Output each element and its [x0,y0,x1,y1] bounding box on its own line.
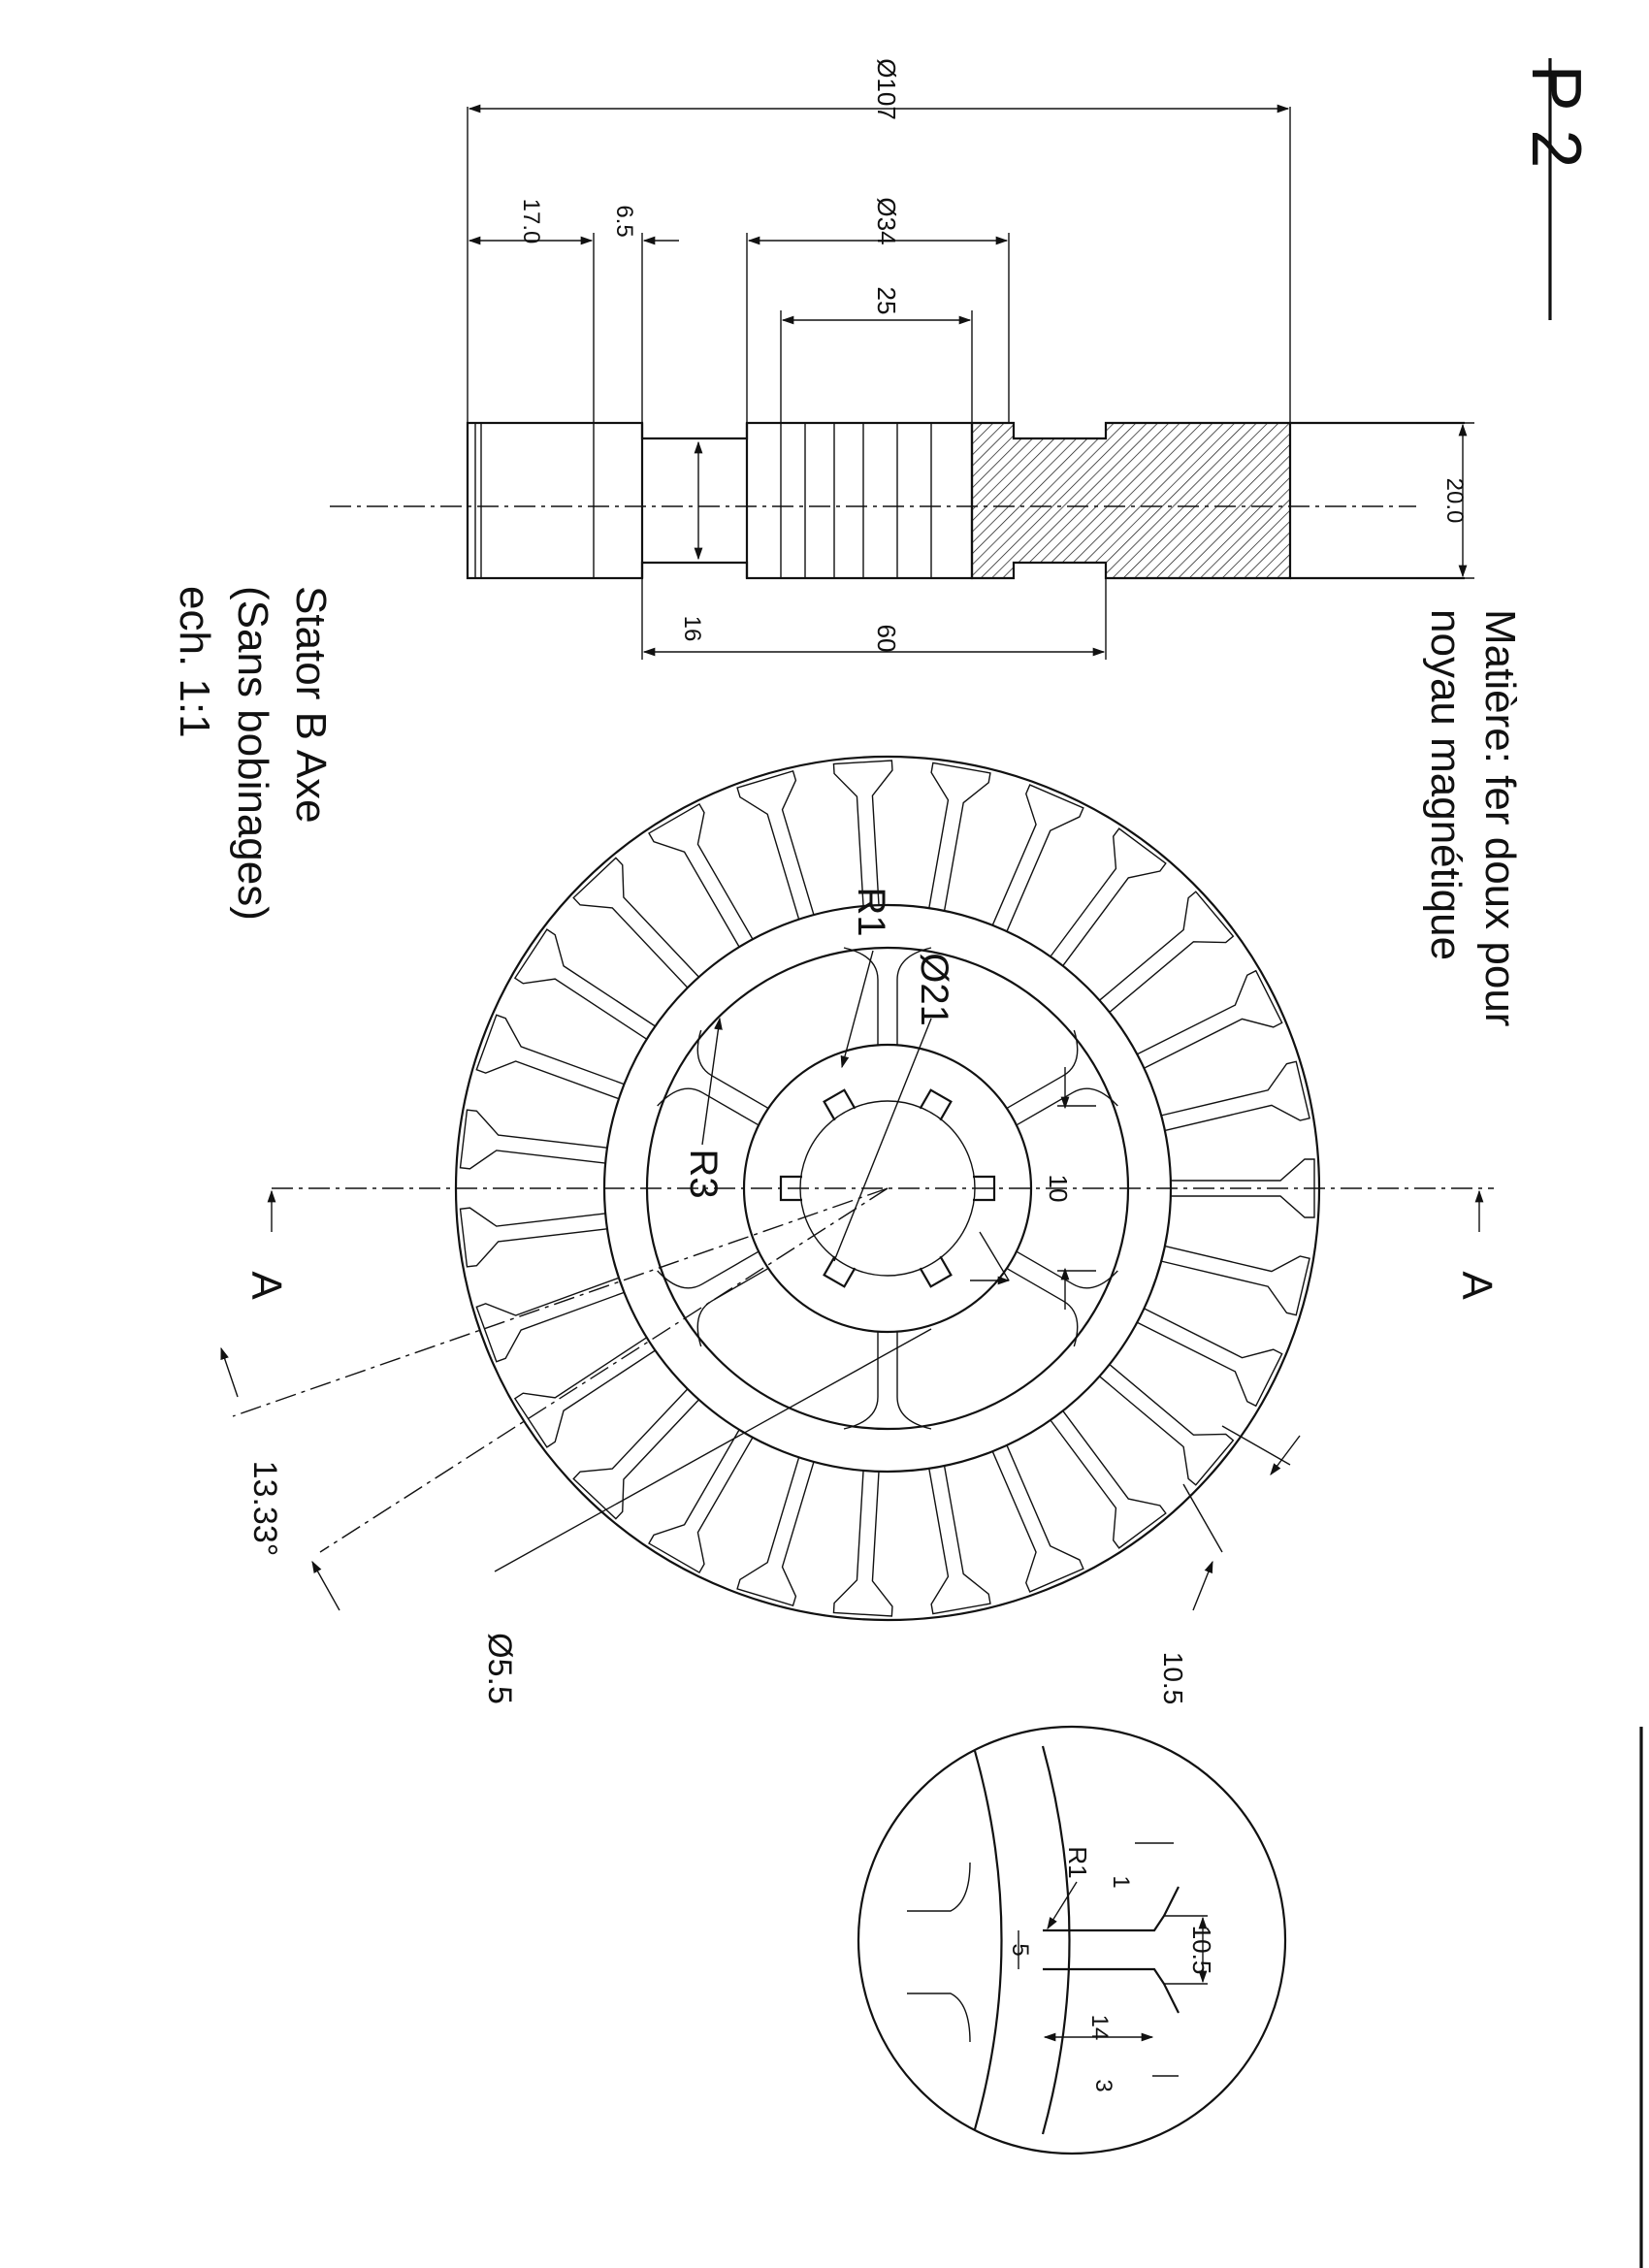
section-stack-lines [780,423,932,578]
stator-tooth [1050,827,1167,966]
hub-keyway [823,1088,857,1121]
title-line-3: ech. 1:1 [171,586,218,738]
hub-spoke [657,1250,769,1347]
stator-tooth [572,1388,699,1520]
stator-tooth [572,857,699,988]
section-neck [640,423,749,578]
stator-tooth [475,1014,625,1100]
stator-tooth [1161,1060,1310,1132]
detail-tooth [1043,1886,1180,2014]
detail-label-r1: R1 [1063,1846,1092,1878]
dim-step-17: 17.0 [518,199,544,244]
detail-view: R1 1 10.5 5 14 3 [857,1725,1287,2155]
front-view: A A R1 Ø21 R3 10 13.33° [220,755,1501,1705]
hub-keyway [823,1255,857,1288]
stator-tooth [1137,969,1283,1069]
detail-leader-r1 [1047,1881,1078,1930]
hub-keyway [973,1175,996,1202]
stator-tooth [459,1207,607,1268]
section-extension-lines [467,107,1291,660]
stator-tooth [648,1429,754,1574]
stator-tooth [513,1337,656,1448]
hub-spoke [1006,1029,1118,1126]
detail-arc-inner [1041,1745,1071,2135]
stator-tooth [475,1277,625,1363]
stator-tooth [928,761,991,911]
detail-circle [857,1725,1287,2155]
section-mark-right: A [1453,1271,1501,1300]
material-line-2: noyau magnétique [1422,609,1470,960]
section-mark-left: A [242,1271,290,1300]
label-width-10: 10 [1044,1175,1073,1203]
hub-keyway [919,1088,953,1121]
section-view: Ø107 17.0 6.5 Ø34 25 20.0 16 60 [330,58,1474,660]
stator-tooth [1161,1245,1310,1316]
page-label-group: P 2 [1517,58,1595,320]
stator-tooth [832,760,893,906]
dim-step-6-5: 6.5 [611,205,637,237]
detail-label-3: 3 [1090,2079,1116,2091]
hub-spoke [1006,1250,1118,1347]
detail-spoke-b [907,1993,971,2043]
hub-keyway [919,1255,953,1288]
stator-teeth [459,760,1315,1617]
dim-shaft-16: 16 [679,616,705,642]
label-r3: R3 [682,1149,725,1198]
stator-tooth [832,1470,893,1617]
detail-label-5: 5 [1007,1943,1033,1956]
material-note: Matière: fer doux pour noyau magnétique [1422,609,1524,1026]
dim-overall-diameter: Ø107 [872,58,901,120]
hub-spoke [843,947,932,1045]
section-dimension-lines [468,104,1474,657]
title-line-2: (Sans bobinages) [229,586,276,921]
stator-tooth [513,928,656,1040]
dim-thickness-20: 20.0 [1441,478,1468,524]
stator-tooth [736,1457,815,1606]
stator-tooth [1050,1410,1167,1549]
stator-tooth [1137,1308,1283,1408]
hub-spokes [657,947,1118,1430]
dim-bore-34: Ø34 [872,197,901,244]
label-d5-5: Ø5.5 [481,1633,518,1704]
section-hatched [970,421,1292,580]
label-angle: 13.33° [246,1461,283,1557]
detail-label-14: 14 [1086,2015,1113,2041]
title-line-1: Stator B Axe [287,586,335,824]
detail-label-10-5: 10.5 [1187,1926,1216,1975]
stator-tooth [1099,891,1235,1013]
stator-tooth [648,802,754,948]
dim-length-60: 60 [872,625,901,653]
hub-spoke [843,1332,932,1430]
detail-spoke-a [907,1862,971,1912]
label-d21: Ø21 [913,953,955,1026]
label-r1: R1 [850,887,892,936]
stator-tooth [736,770,815,920]
detail-arc-outer [973,1750,1003,2130]
material-line-1: Matière: fer doux pour [1476,609,1524,1026]
stator-tooth [991,1444,1084,1593]
dim-bore-25: 25 [872,287,901,315]
stator-tooth [459,1109,607,1170]
stator-tooth [1099,1364,1235,1486]
title-block: Stator B Axe (Sans bobinages) ech. 1:1 [171,586,335,921]
stator-tooth [991,784,1084,932]
section-left-block [466,421,644,580]
front-view-leaders [220,950,1301,1611]
page-label: P 2 [1517,65,1595,169]
stator-tooth [928,1466,991,1615]
detail-label-1: 1 [1108,1875,1134,1888]
label-tooth-10-5: 10.5 [1158,1652,1188,1705]
